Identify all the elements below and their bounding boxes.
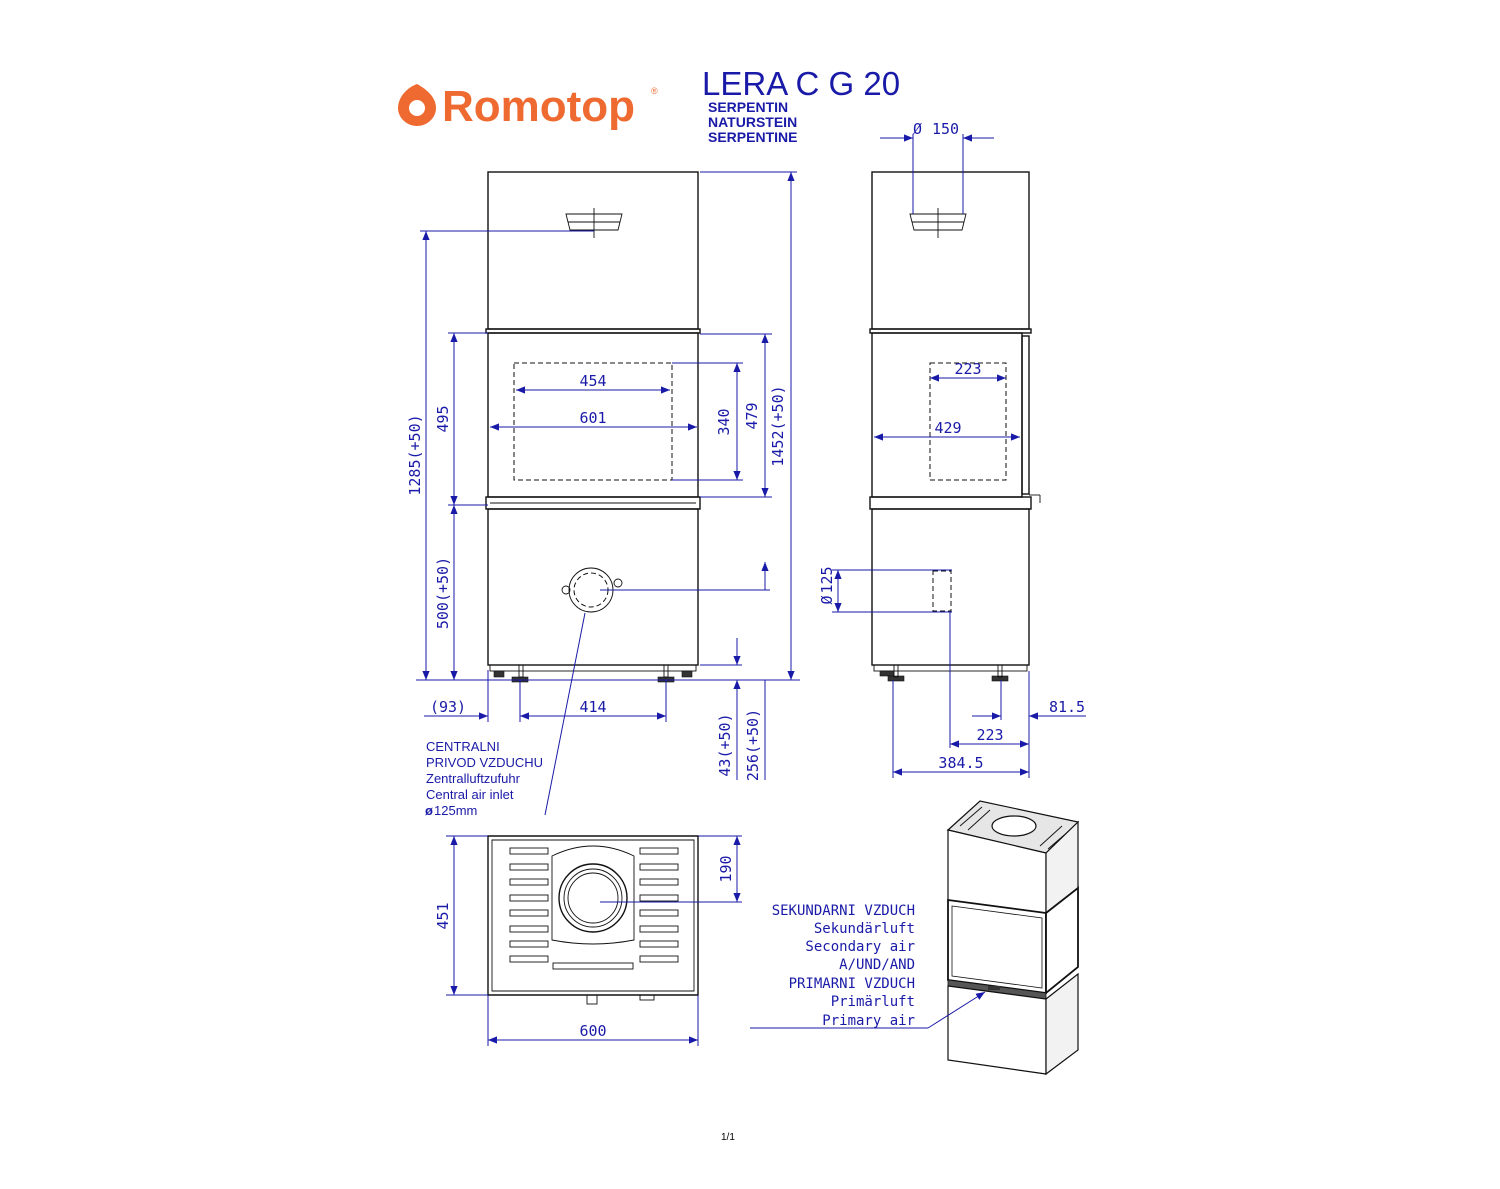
air-label-5: PRIMARNI VZDUCH xyxy=(789,976,915,992)
dim-601: 601 xyxy=(579,409,606,427)
dim-1452: 1452(+50) xyxy=(769,385,787,466)
air-labels: SEKUNDARNI VZDUCH Sekundärluft Secondary… xyxy=(750,903,986,1029)
material-cz: SERPENTIN xyxy=(708,99,788,115)
dim-190: 190 xyxy=(717,855,735,882)
dim-429: 429 xyxy=(934,419,961,437)
dim-150: 150 xyxy=(932,120,959,138)
dim-256: 256(+50) xyxy=(744,709,762,781)
dim-340: 340 xyxy=(715,408,733,435)
front-dimensions: 454 601 340 479 1452(+50) 1285(+50) 495 … xyxy=(406,171,800,816)
dim-600: 600 xyxy=(579,1022,606,1040)
side-dimensions: Ø 150 223 429 Ø 125 81.5 223 384.5 xyxy=(818,120,1086,778)
plan-dimensions: 451 190 600 xyxy=(434,835,742,1046)
air-note-line-5: 125mm xyxy=(434,803,477,818)
dim-500: 500(+50) xyxy=(434,557,452,629)
front-upper-cladding xyxy=(487,171,699,330)
iso-view xyxy=(946,800,1080,1076)
side-firebox-glass xyxy=(871,332,1023,498)
dim-223-bottom: 223 xyxy=(976,726,1003,744)
air-label-6: Primärluft xyxy=(831,994,915,1010)
front-lower-cladding xyxy=(487,508,699,666)
plan-view xyxy=(487,835,699,1005)
air-label-3: Secondary air xyxy=(805,939,915,955)
dim-125-icon-label: Ø xyxy=(818,595,836,604)
dim-451: 451 xyxy=(434,902,452,929)
front-fire-chamber xyxy=(513,362,673,481)
dim-1285: 1285(+50) xyxy=(406,414,424,495)
plan-slots-left xyxy=(509,847,549,963)
brand-name: Romotop xyxy=(442,82,635,131)
air-note-line-4: Central air inlet xyxy=(426,787,514,802)
air-note-line-3: Zentralluftzufuhr xyxy=(426,771,521,786)
diameter-icon: ø xyxy=(425,803,433,818)
brand-logo: Romotop ® xyxy=(398,82,658,131)
air-label-2: Sekundärluft xyxy=(814,921,915,937)
dim-454: 454 xyxy=(579,372,606,390)
dim-43: 43(+50) xyxy=(716,713,734,776)
dim-479: 479 xyxy=(743,402,761,429)
dim-414: 414 xyxy=(579,698,606,716)
diameter-icon: Ø xyxy=(913,120,922,138)
dim-93: (93) xyxy=(430,698,466,716)
dim-223-top: 223 xyxy=(954,360,981,378)
plan-slots-right xyxy=(639,847,679,963)
material-en: SERPENTINE xyxy=(708,129,797,145)
dim-384-5: 384.5 xyxy=(938,754,983,772)
dim-125: 125 xyxy=(818,566,836,593)
air-note-line-1: CENTRALNI xyxy=(426,739,500,754)
flame-icon xyxy=(398,84,436,126)
plan-flue-collar xyxy=(558,863,628,933)
air-note-line-2: PRIVOD VZDUCHU xyxy=(426,755,543,770)
page-number: 1/1 xyxy=(721,1132,735,1143)
air-inlet-note: CENTRALNI PRIVOD VZDUCHU Zentralluftzufu… xyxy=(425,739,543,818)
brand-registered-mark: ® xyxy=(651,86,658,96)
dim-495: 495 xyxy=(434,405,452,432)
product-title: LERA C G 20 xyxy=(702,65,900,102)
air-label-1: SEKUNDARNI VZDUCH xyxy=(772,903,915,919)
air-label-4: A/UND/AND xyxy=(839,957,915,973)
dim-81-5: 81.5 xyxy=(1049,698,1085,716)
side-upper-cladding xyxy=(871,171,1030,330)
material-de: NATURSTEIN xyxy=(708,114,797,130)
air-label-7: Primary air xyxy=(822,1013,915,1029)
